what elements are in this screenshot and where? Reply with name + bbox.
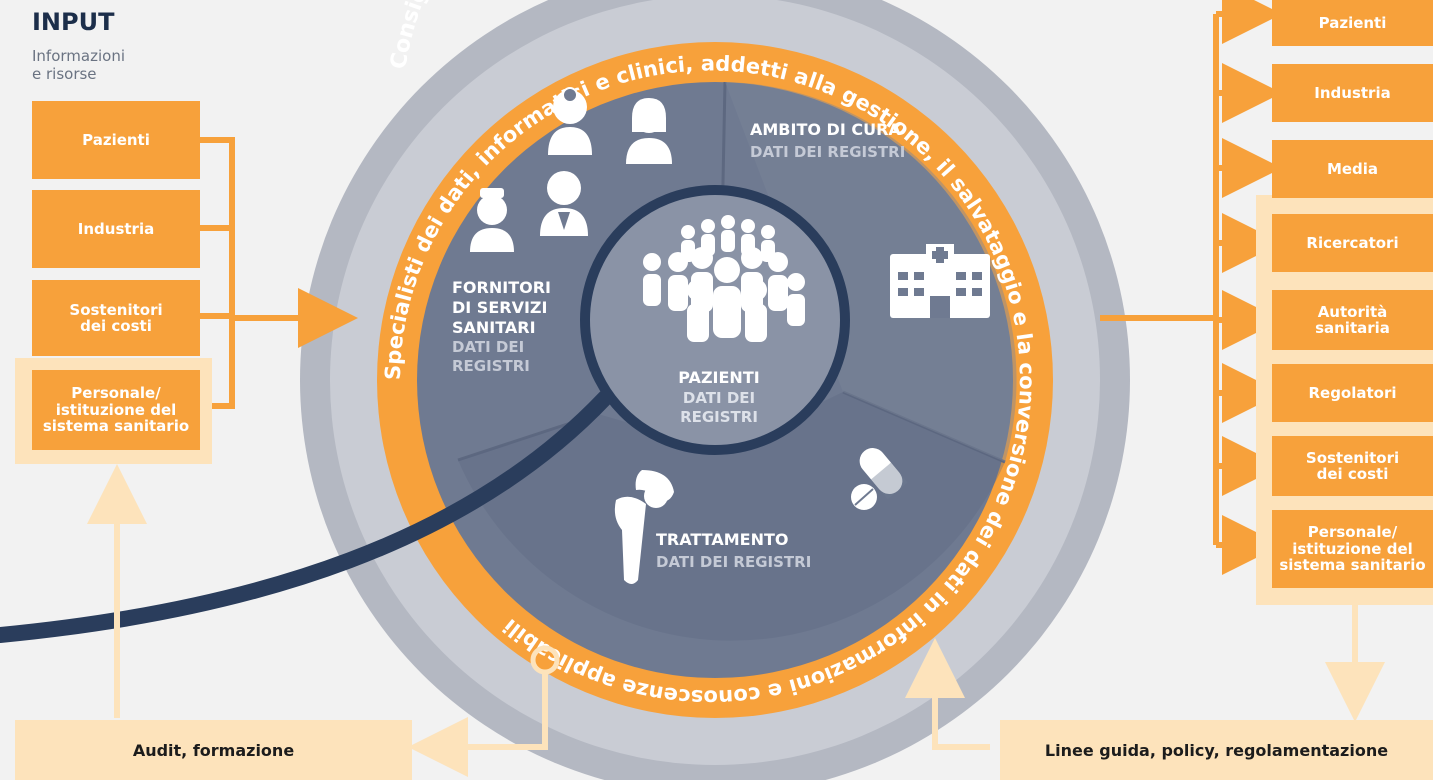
physician-icon (540, 171, 588, 236)
outer-ring-text: Consiglio direttivo, amministrazione, ge… (386, 0, 863, 71)
navy-swoosh (0, 390, 613, 643)
nurse-icon (626, 98, 672, 164)
hospital-icon (890, 244, 990, 318)
providers-title-1: FORNITORI (452, 278, 551, 297)
audit-left-arrow (408, 670, 548, 777)
hip-implant-icon (614, 470, 674, 584)
output-box-patients: Pazienti (1272, 0, 1433, 46)
input-subtitle-line1: Informazioni (32, 47, 125, 65)
crowd-icon (643, 215, 805, 342)
output-box-industry: Industria (1272, 64, 1433, 122)
nurse-cap-icon (470, 188, 514, 252)
providers-title: FORNITORI DI SERVIZI SANITARI DATI DEI R… (452, 278, 551, 376)
treatment-sub: DATI DEI REGISTRI (656, 553, 812, 571)
output-box-staff: Personale/ istituzione del sistema sanit… (1272, 510, 1433, 588)
svg-text:Consiglio direttivo, amministr: Consiglio direttivo, amministrazione, ge… (386, 0, 863, 71)
output-box-researchers: Ricercatori (1272, 214, 1433, 272)
care-title: AMBITO DI CURA (750, 120, 901, 139)
patients-title: PAZIENTI (678, 368, 760, 387)
providers-title-3: SANITARI (452, 318, 536, 337)
care-sub: DATI DEI REGISTRI (750, 143, 906, 161)
patients-sub-1: DATI DEI (682, 388, 756, 407)
input-box-payers: Sostenitori dei costi (32, 280, 200, 356)
doctor-icon (548, 87, 592, 155)
guidelines-box: Linee guida, policy, regolamentazione (1000, 720, 1433, 780)
providers-sub-1: DATI DEI (452, 338, 525, 356)
input-subtitle-line2: e risorse (32, 65, 97, 83)
patients-label: PAZIENTI DATI DEI REGISTRI (664, 368, 774, 428)
divider-right (842, 390, 1006, 464)
input-box-staff: Personale/ istituzione del sistema sanit… (32, 370, 200, 450)
audit-box: Audit, formazione (15, 720, 412, 780)
output-box-media: Media (1272, 140, 1433, 198)
providers-sub-2: REGISTRI (452, 356, 530, 375)
guidelines-up-arrow (905, 638, 990, 750)
output-box-regulators: Regolatori (1272, 364, 1433, 422)
output-box-health-authority: Autorità sanitaria (1272, 290, 1433, 350)
providers-title-2: DI SERVIZI (452, 298, 548, 317)
treatment-title: TRATTAMENTO (656, 530, 789, 549)
input-title: INPUT (32, 8, 115, 36)
pill-icon (851, 448, 908, 510)
output-box-payers: Sostenitori dei costi (1272, 436, 1433, 496)
input-box-patients: Pazienti (32, 101, 200, 179)
input-box-industry: Industria (32, 190, 200, 268)
patients-sub-2: REGISTRI (680, 408, 758, 427)
